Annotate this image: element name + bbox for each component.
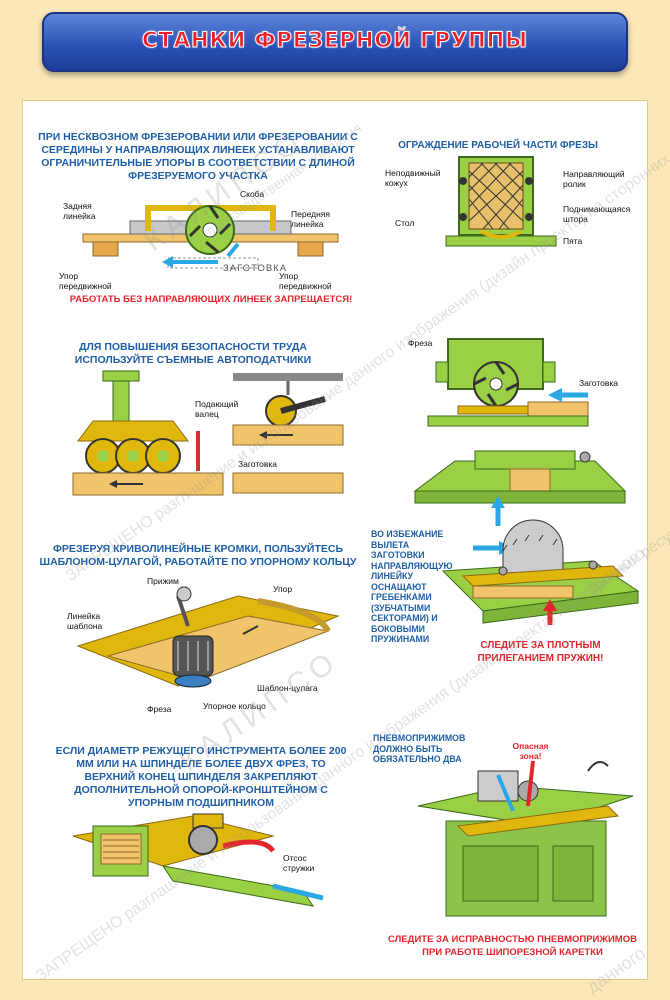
section1-illustration	[82, 205, 339, 269]
label-front-ruler: Передняя линейка	[291, 209, 330, 229]
section3-illustration-feeder	[72, 370, 224, 496]
label-clamp: Прижим	[147, 576, 179, 586]
section1-caption: ПРИ НЕСКВОЗНОМ ФРЕЗЕРОВАНИИ ИЛИ ФРЕЗЕРОВ…	[38, 131, 358, 182]
label-roller: Направляющий ролик	[563, 169, 625, 189]
label-cutter-curve: Фреза	[147, 704, 172, 714]
section5-caption: ФРЕЗЕРУЯ КРИВОЛИНЕЙНЫЕ КРОМКИ, ПОЛЬЗУЙТЕ…	[39, 543, 357, 568]
label-stop-left: Упор передвижной	[59, 271, 112, 291]
label-template: Шаблон-цулага	[257, 683, 318, 693]
section2-illustration	[445, 156, 557, 247]
label-chip-exhaust: Отсос стружки	[283, 853, 315, 873]
poster-board: ПРИ НЕСКВОЗНОМ ФРЕЗЕРОВАНИИ ИЛИ ФРЕЗЕРОВ…	[22, 0, 670, 997]
label-workpiece: ЗАГОТОВКА	[223, 263, 288, 274]
section8-side-note: ПНЕВМОПРИЖИМОВ ДОЛЖНО БЫТЬ ОБЯЗАТЕЛЬНО Д…	[373, 733, 466, 764]
section6-side-note: ВО ИЗБЕЖАНИЕ ВЫЛЕТА ЗАГОТОВКИ НАПРАВЛЯЮЩ…	[371, 529, 453, 644]
label-stop-ring: Упор	[273, 584, 293, 594]
section4-arrow	[548, 388, 588, 402]
section4-illustration-machine	[413, 450, 627, 504]
section7-caption: ЕСЛИ ДИАМЕТР РЕЖУЩЕГО ИНСТРУМЕНТА БОЛЕЕ …	[55, 745, 347, 809]
section4-arrow-up	[491, 496, 505, 526]
label-template-ruler: Линейка шаблона	[67, 611, 103, 631]
label-workpiece-top: Заготовка	[579, 378, 618, 388]
page-title: СТАНКИ ФРЕЗЕРНОЙ ГРУППЫ	[141, 28, 529, 53]
label-workpiece-feeder: Заготовка	[238, 459, 277, 469]
label-rear-ruler: Задняя линейка	[63, 201, 96, 221]
label-curtain: Поднимающаяся штора	[563, 204, 631, 224]
label-bracket: Скоба	[240, 189, 265, 199]
section5-illustration	[76, 586, 340, 688]
section8-danger: Опасная зона!	[512, 741, 549, 761]
label-casing: Неподвижный кожух	[385, 168, 441, 188]
section3-caption: ДЛЯ ПОВЫШЕНИЯ БЕЗОПАСНОСТИ ТРУДА ИСПОЛЬЗ…	[74, 341, 312, 366]
label-table: Стол	[395, 218, 415, 228]
section2-caption: ОГРАЖДЕНИЕ РАБОЧЕЙ ЧАСТИ ФРЕЗЫ	[398, 140, 598, 151]
label-heel: Пята	[563, 236, 583, 246]
title-banner: СТАНКИ ФРЕЗЕРНОЙ ГРУППЫ	[42, 12, 628, 72]
label-stop-right: Упор передвижной	[279, 271, 332, 291]
section4-illustration-cutter	[427, 338, 589, 427]
section8-warning: СЛЕДИТЕ ЗА ИСПРАВНОСТЬЮ ПНЕВМОПРИЖИМОВ П…	[388, 934, 637, 958]
section8-illustration	[417, 760, 634, 917]
label-thrust-ring: Упорное кольцо	[203, 701, 266, 711]
section6-illustration	[441, 519, 640, 624]
section7-illustration	[72, 813, 324, 907]
section1-warning: РАБОТАТЬ БЕЗ НАПРАВЛЯЮЩИХ ЛИНЕЕК ЗАПРЕЩА…	[69, 294, 353, 305]
label-feed-roller: Подающий валец	[195, 399, 239, 419]
label-cutter-top: Фреза	[408, 338, 433, 348]
section6-arrow-up	[543, 599, 557, 625]
section6-warning: СЛЕДИТЕ ЗА ПЛОТНЫМ ПРИЛЕГАНИЕМ ПРУЖИН!	[477, 640, 604, 664]
section3-illustration-roller	[232, 373, 344, 494]
